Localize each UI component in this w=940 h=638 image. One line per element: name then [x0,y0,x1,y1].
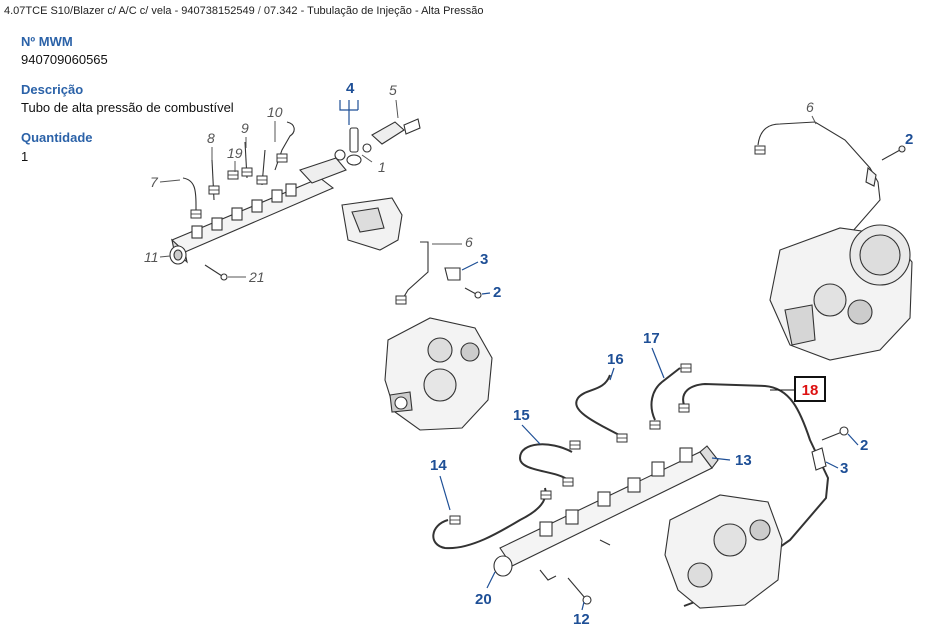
right-pump-assembly [754,121,913,361]
callout-16[interactable]: 16 [607,351,624,368]
callout-7[interactable]: 7 [150,174,159,190]
upper-callouts: 4 5 1 10 9 8 19 7 11 21 6 3 2 [144,80,501,301]
description-label: Descrição [21,82,84,97]
callout-2-right[interactable]: 2 [905,131,913,148]
callout-12[interactable]: 12 [573,611,590,628]
description-value: Tubo de alta pressão de combustível [21,100,234,115]
callout-14[interactable]: 14 [430,457,447,474]
quantity-label: Quantidade [21,130,93,145]
quantity-value: 1 [21,149,29,164]
callout-19[interactable]: 19 [227,145,243,161]
callout-2-upper[interactable]: 2 [493,284,501,301]
breadcrumb: 4.07TCE S10/Blazer c/ A/C c/ vela - 9407… [4,5,483,17]
mwm-label: Nº MWM [21,34,73,49]
breadcrumb-separator: / [257,5,261,17]
right-callouts: 6 2 [806,99,913,148]
callout-9[interactable]: 9 [241,120,249,136]
callout-20[interactable]: 20 [475,591,492,608]
callout-21[interactable]: 21 [248,269,265,285]
upper-sensor-parts [334,118,482,305]
callout-11[interactable]: 11 [144,249,159,265]
mwm-value: 940709060565 [21,52,108,67]
upper-pump [384,317,493,431]
callout-13[interactable]: 13 [735,452,752,469]
callout-2-lower[interactable]: 2 [860,437,868,454]
callout-18-highlighted[interactable]: 18 [802,382,819,399]
highlight-box [794,376,826,402]
breadcrumb-vehicle[interactable]: 4.07TCE S10/Blazer c/ A/C c/ vela - 9407… [4,5,255,17]
callout-1[interactable]: 1 [378,159,386,175]
callout-17[interactable]: 17 [643,330,660,347]
callout-3-lower[interactable]: 3 [840,460,848,477]
callout-3-upper[interactable]: 3 [480,251,488,268]
callout-6-upper[interactable]: 6 [465,234,473,250]
lower-rail-assembly [432,363,849,609]
callout-4[interactable]: 4 [346,80,355,97]
callout-5[interactable]: 5 [389,82,397,98]
lower-callouts: 14 15 16 17 18 13 2 3 20 12 [430,330,868,628]
callout-6-right[interactable]: 6 [806,99,814,115]
callout-10[interactable]: 10 [267,104,283,120]
breadcrumb-group[interactable]: 07.342 - Tubulação de Injeção - Alta Pre… [263,5,484,17]
callout-15[interactable]: 15 [513,407,530,424]
upper-rail-assembly [169,121,347,281]
callout-8[interactable]: 8 [207,130,215,146]
